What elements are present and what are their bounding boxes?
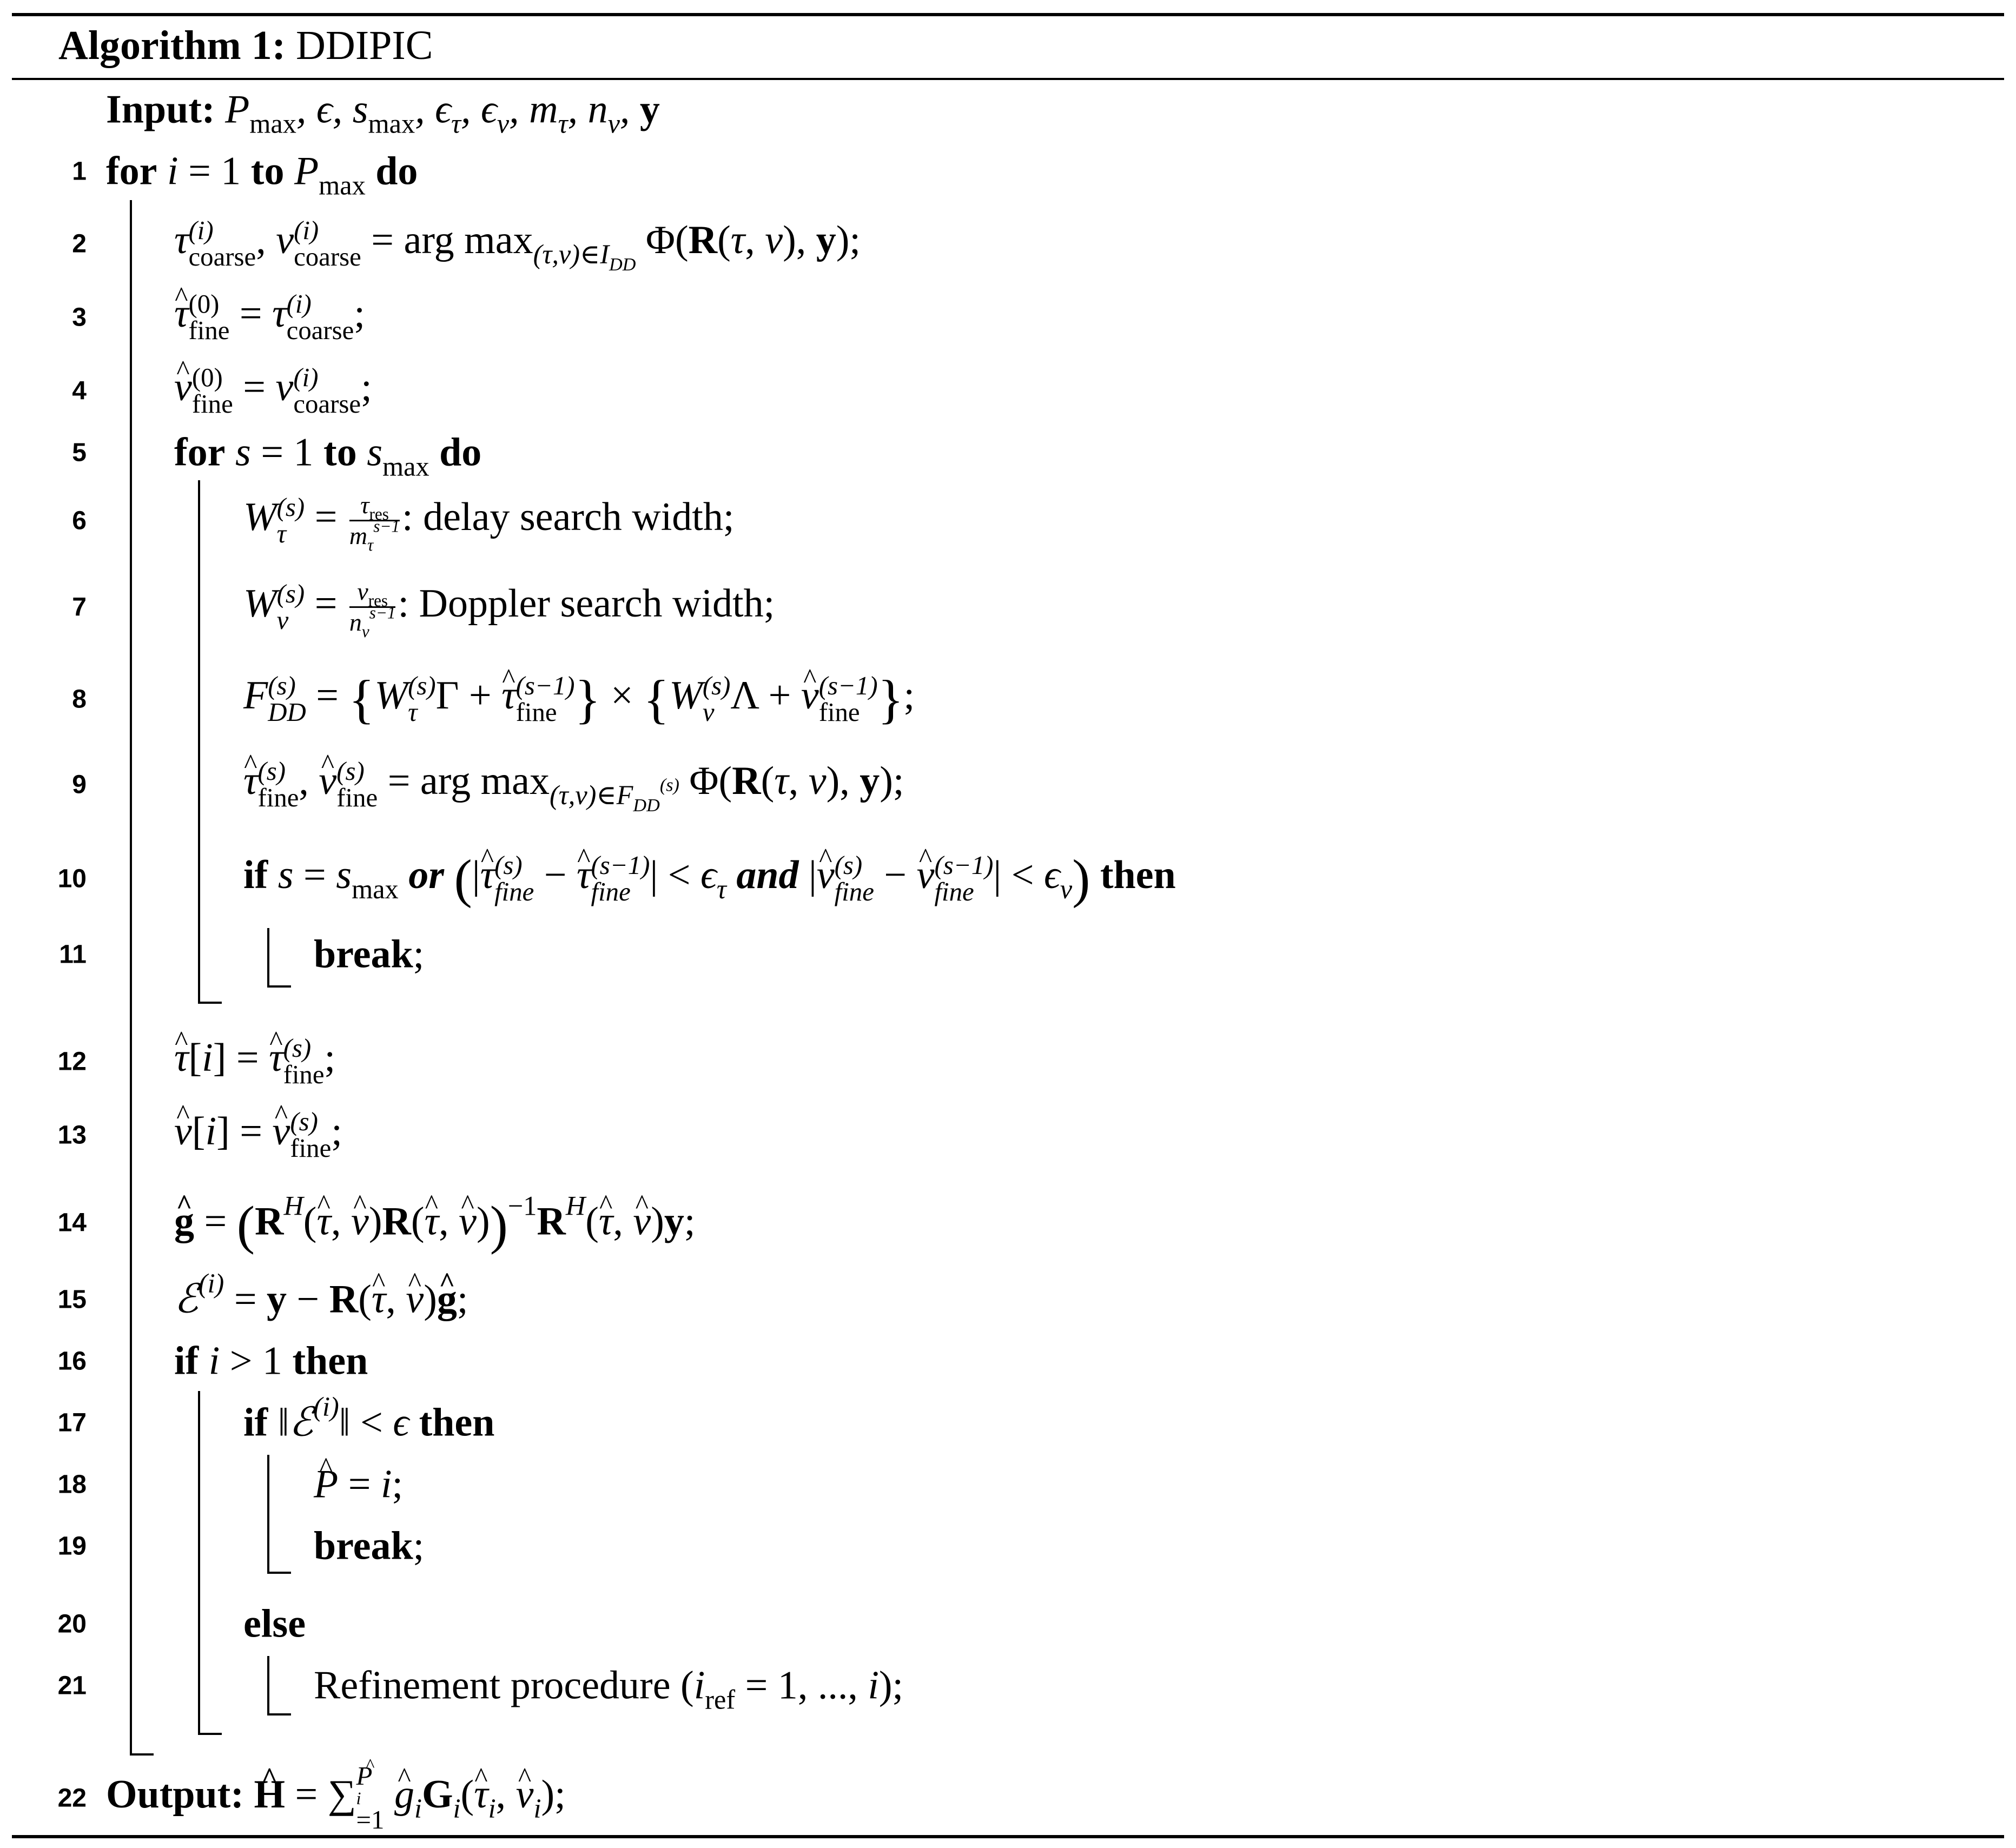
line-number: 13 xyxy=(57,1121,87,1150)
line-number: 18 xyxy=(57,1470,87,1499)
algorithm-line-9: 9 τ(s)fine, ν(s)fine = arg max(τ,ν)∈FDD(… xyxy=(0,750,2016,820)
algorithm-line-8: 8 F(s)DD = {W(s)τΓ + τ(s−1)fine} × {W(s)… xyxy=(0,664,2016,734)
algorithm-line-16: 16 if i > 1 then xyxy=(0,1326,2016,1396)
line-statement: break; xyxy=(314,1524,425,1568)
algorithm-line-5: 5 for s = 1 to smax do xyxy=(0,418,2016,488)
line-statement: for s = 1 to smax do xyxy=(174,430,482,482)
line-number: 21 xyxy=(57,1671,87,1700)
line-number: 15 xyxy=(57,1285,87,1314)
algorithm-line-14: 14 g = (RH(τ, ν)R(τ, ν))−1RH(τ, ν)y; xyxy=(0,1188,2016,1258)
algorithm-line-12: 12 τ[i] = τ(s)fine; xyxy=(0,1026,2016,1097)
line-number: 19 xyxy=(57,1532,87,1561)
line-statement: ℰ(i) = y − R(τ, ν)g; xyxy=(174,1270,468,1322)
line-statement: τ(s)fine, ν(s)fine = arg max(τ,ν)∈FDD(s)… xyxy=(243,758,904,814)
line-number: 2 xyxy=(72,229,87,259)
line-number: 17 xyxy=(57,1408,87,1438)
algorithm-line-19: 19 break; xyxy=(0,1511,2016,1581)
algorithm-line-11: 11 break; xyxy=(0,919,2016,990)
line-number: 5 xyxy=(72,438,87,467)
line-statement: else xyxy=(243,1601,306,1646)
for-s-block-bar xyxy=(198,480,200,1004)
line-number: 20 xyxy=(57,1609,87,1639)
algorithm-line-20: 20 else xyxy=(0,1589,2016,1659)
line-number: 8 xyxy=(72,685,87,714)
if-norm-block-foot xyxy=(267,1572,291,1574)
line-number: 3 xyxy=(72,303,87,332)
line-statement: g = (RH(τ, ν)R(τ, ν))−1RH(τ, ν)y; xyxy=(174,1192,695,1252)
algorithm-caption: Algorithm 1: DDIPIC xyxy=(58,19,433,71)
bottom-rule xyxy=(12,1835,2004,1838)
line-number: 14 xyxy=(57,1208,87,1237)
line-statement: if i > 1 then xyxy=(174,1339,368,1383)
line-statement: for i = 1 to Pmax do xyxy=(106,149,418,201)
algorithm-line-3: 3 τ(0)fine = τ(i)coarse; xyxy=(0,282,2016,353)
algorithm-line-17: 17 if ‖ℰ(i)‖ < ϵ then xyxy=(0,1388,2016,1458)
line-statement: P = i; xyxy=(314,1461,403,1507)
line-statement: Output: H = ∑Pi=1 giGi(τi, νi); xyxy=(106,1763,566,1833)
line-number: 4 xyxy=(72,376,87,406)
line-statement: τ[i] = τ(s)fine; xyxy=(174,1035,335,1088)
input-label: Input: xyxy=(106,87,215,132)
if-i-block-foot xyxy=(198,1733,222,1735)
else-block-foot xyxy=(267,1713,291,1715)
line-number: 22 xyxy=(57,1784,87,1813)
line-number: 10 xyxy=(57,864,87,893)
top-rule xyxy=(12,13,2004,16)
for-i-block-bar xyxy=(130,200,132,1756)
algorithm-line-15: 15 ℰ(i) = y − R(τ, ν)g; xyxy=(0,1264,2016,1335)
algorithm-line-22: 22 Output: H = ∑Pi=1 giGi(τi, νi); xyxy=(0,1763,2016,1833)
line-number: 6 xyxy=(72,506,87,535)
line-number: 1 xyxy=(72,157,87,186)
if-i-block-bar xyxy=(198,1391,200,1735)
algorithm-line-21: 21 Refinement procedure (iref = 1, ..., … xyxy=(0,1651,2016,1721)
algorithm-name: DDIPIC xyxy=(296,23,433,68)
algorithm-line-2: 2 τ(i)coarse, ν(i)coarse = arg max(τ,ν)∈… xyxy=(0,209,2016,279)
input-line: Input: Pmax, ϵ, smax, ϵτ, ϵν, mτ, nν, y xyxy=(0,75,2016,145)
line-statement: Refinement procedure (iref = 1, ..., i); xyxy=(314,1663,904,1715)
algorithm-line-10: 10 if s = smax or (|τ(s)fine − τ(s−1)fin… xyxy=(0,844,2016,914)
for-s-block-foot xyxy=(198,1002,222,1004)
else-block-bar xyxy=(267,1656,269,1715)
algorithm-line-1: 1 for i = 1 to Pmax do xyxy=(0,136,2016,207)
line-statement: if ‖ℰ(i)‖ < ϵ then xyxy=(243,1392,495,1445)
algorithm-line-13: 13 ν[i] = ν(s)fine; xyxy=(0,1100,2016,1170)
algorithm-line-18: 18 P = i; xyxy=(0,1449,2016,1520)
line-statement: F(s)DD = {W(s)τΓ + τ(s−1)fine} × {W(s)νΛ… xyxy=(243,672,915,726)
if-break-foot xyxy=(267,985,291,988)
for-i-block-foot xyxy=(130,1753,154,1756)
algorithm-line-4: 4 ν(0)fine = ν(i)coarse; xyxy=(0,356,2016,426)
line-number: 9 xyxy=(72,770,87,799)
if-break-bar xyxy=(267,928,269,988)
line-number: 11 xyxy=(59,940,87,969)
line-statement: τ(0)fine = τ(i)coarse; xyxy=(174,290,365,344)
line-statement: ν[i] = ν(s)fine; xyxy=(174,1108,342,1162)
line-number: 16 xyxy=(57,1347,87,1376)
line-statement: τ(i)coarse, ν(i)coarse = arg max(τ,ν)∈ID… xyxy=(174,215,861,275)
caption-label: Algorithm 1: xyxy=(58,23,286,68)
line-number: 12 xyxy=(57,1047,87,1076)
line-statement: break; xyxy=(314,932,425,977)
input-statement: Input: Pmax, ϵ, smax, ϵτ, ϵν, mτ, nν, y xyxy=(106,87,660,139)
line-number: 7 xyxy=(72,593,87,622)
line-statement: ν(0)fine = ν(i)coarse; xyxy=(174,364,372,418)
caption-rule xyxy=(12,78,2004,80)
line-statement: if s = smax or (|τ(s)fine − τ(s−1)fine| … xyxy=(243,852,1176,906)
if-norm-block-bar xyxy=(267,1455,269,1574)
